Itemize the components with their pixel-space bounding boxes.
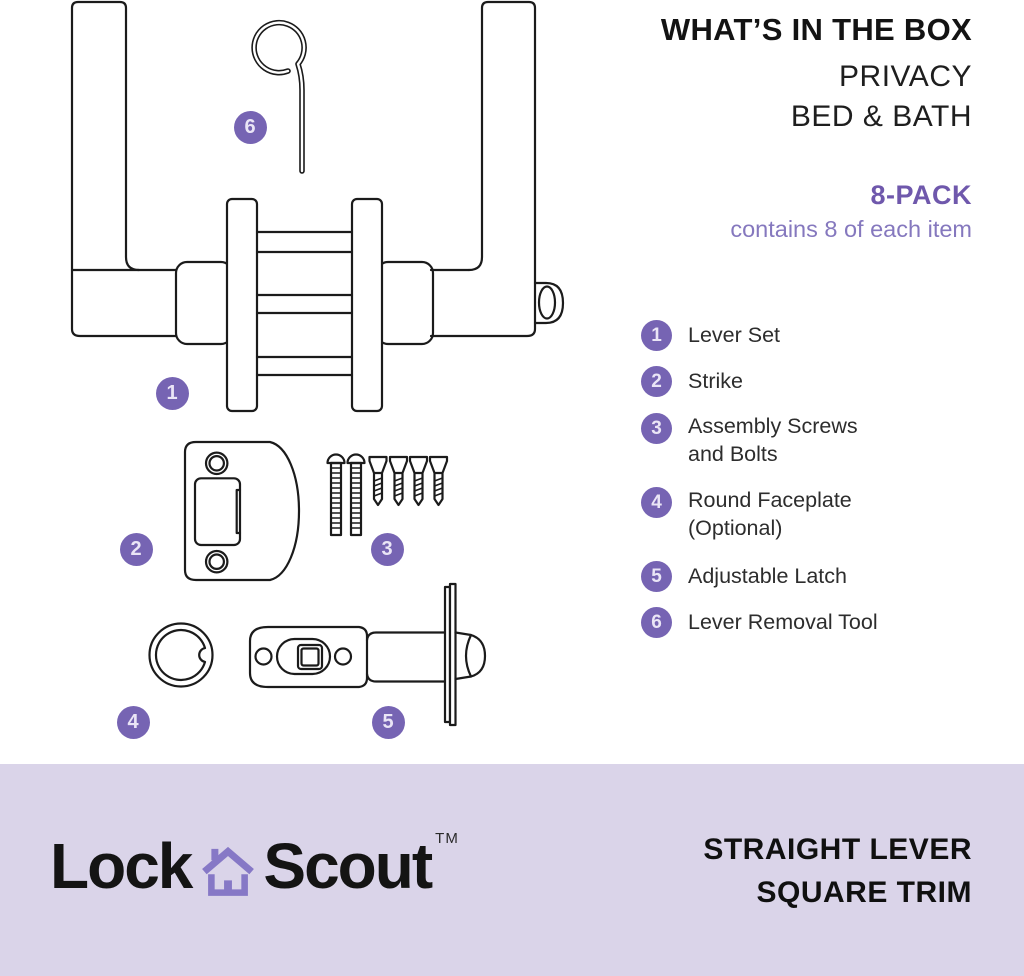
legend-label: Strike: [688, 368, 743, 393]
brand-logo: Lock Scout TM: [50, 830, 459, 902]
assembly-screws-drawing: [326, 453, 449, 537]
legend-badge-1: 1: [641, 320, 672, 351]
legend-badge-2: 2: [641, 366, 672, 397]
diagram-badge-4: 4: [116, 705, 150, 739]
legend-item-strike: 2 Strike: [641, 366, 903, 397]
strike-drawing: [183, 440, 301, 582]
pack-note: contains 8 of each item: [730, 216, 972, 242]
legend-item-adjustable-latch: 5 Adjustable Latch: [641, 561, 903, 592]
diagram-badge-3: 3: [370, 532, 404, 566]
diagram-badge-6: 6: [233, 110, 267, 144]
legend-label: Lever Removal Tool: [688, 609, 878, 634]
pack-label: 8-PACK: [870, 180, 972, 210]
adjustable-latch-drawing: [248, 582, 487, 727]
lever-removal-tool-drawing: [251, 19, 307, 174]
legend-badge-5: 5: [641, 561, 672, 592]
legend-label: Adjustable Latch: [688, 563, 847, 588]
legend-label: Assembly Screws and Bolts: [688, 414, 858, 466]
lever-set-drawing: [70, 0, 565, 413]
trademark-symbol: TM: [435, 830, 459, 847]
footer-band: Lock Scout TM STRAIGHT LEVER SQUARE TRIM: [0, 764, 1024, 976]
subtitle-bed-bath: BED & BATH: [790, 100, 972, 133]
house-icon: [200, 841, 256, 897]
legend-badge-4: 4: [641, 487, 672, 518]
brand-name-lock: Lock: [50, 830, 193, 902]
legend-item-assembly-screws: 3 Assembly Screws and Bolts: [641, 413, 873, 468]
legend-badge-6: 6: [641, 607, 672, 638]
product-line-2: SQUARE TRIM: [756, 876, 972, 909]
legend-item-lever-set: 1 Lever Set: [641, 320, 903, 351]
legend-label: Round Faceplate (Optional): [688, 488, 852, 540]
parts-diagram: [70, 0, 565, 727]
brand-name-scout: Scout: [263, 830, 433, 902]
diagram-badge-2: 2: [119, 532, 153, 566]
round-faceplate-drawing: [148, 622, 214, 688]
header-block: WHAT’S IN THE BOX PRIVACY BED & BATH 8-P…: [661, 12, 972, 243]
legend-item-round-faceplate: 4 Round Faceplate (Optional): [641, 487, 873, 542]
page-title: WHAT’S IN THE BOX: [660, 12, 972, 47]
legend-item-lever-removal-tool: 6 Lever Removal Tool: [641, 607, 903, 638]
legend-label: Lever Set: [688, 322, 781, 347]
product-line-1: STRAIGHT LEVER: [703, 833, 972, 866]
subtitle-privacy: PRIVACY: [839, 60, 972, 93]
legend-badge-3: 3: [641, 413, 672, 444]
product-name: STRAIGHT LEVER SQUARE TRIM: [703, 828, 972, 914]
diagram-badge-5: 5: [371, 705, 405, 739]
diagram-badge-1: 1: [155, 376, 189, 410]
